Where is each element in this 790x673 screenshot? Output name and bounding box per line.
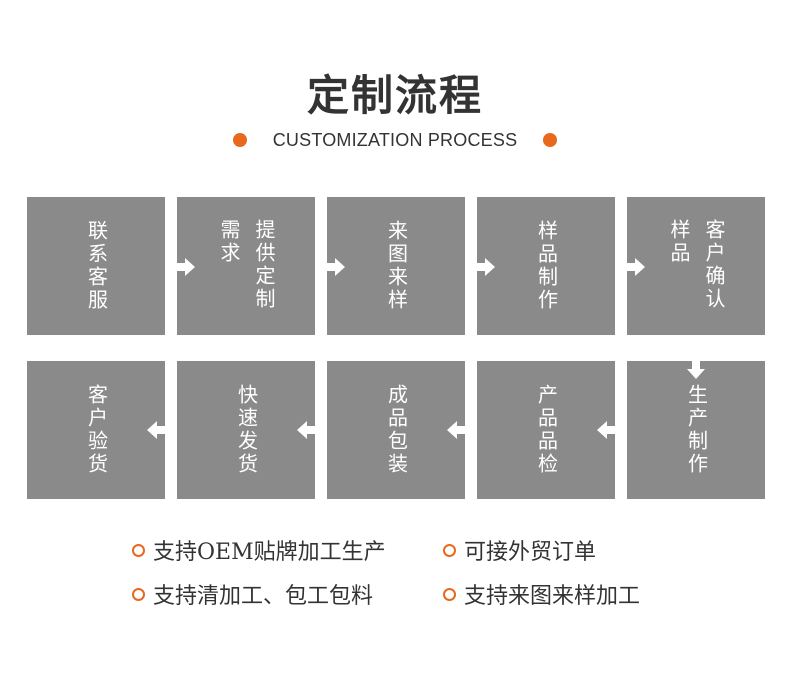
step-label: 样品制作 — [534, 220, 559, 312]
step-box-production: 生产制作 — [627, 361, 765, 499]
arrow-right-icon — [475, 258, 495, 276]
right-dot-icon — [543, 133, 558, 147]
step-text-col: 客户确认 — [700, 219, 727, 311]
step-text-col: 样品制作 — [533, 220, 560, 312]
step-box-inspection: 客户验货 — [27, 361, 165, 499]
step-box-samples-drawings: 来图来样 — [327, 197, 465, 335]
step-text-col: 联系客服 — [83, 220, 110, 312]
bullet-ring-icon — [443, 543, 456, 557]
arrow-left-icon — [297, 421, 317, 439]
step-label: 成品包装 — [384, 384, 409, 476]
feature-item: 可接外贸订单 — [443, 534, 596, 566]
arrow-left-icon — [597, 421, 617, 439]
step-box-confirm-sample: 客户确认 样品 — [627, 197, 765, 335]
step-label: 生产制作 — [684, 384, 709, 476]
step-label: 联系客服 — [84, 220, 109, 312]
step-text-col: 来图来样 — [383, 220, 410, 312]
step-text-col: 生产制作 — [683, 384, 710, 476]
step-label: 客户验货 — [84, 384, 109, 476]
feature-text: 支持OEM贴牌加工生产 — [153, 540, 386, 565]
step-box-contact: 联系客服 — [27, 197, 165, 335]
feature-item: 支持OEM贴牌加工生产 — [132, 534, 386, 566]
feature-text: 支持清加工、包工包料 — [153, 584, 374, 609]
arrow-down-icon — [687, 359, 705, 379]
step-box-sample-making: 样品制作 — [477, 197, 615, 335]
arrow-right-icon — [625, 258, 645, 276]
step-text-col: 提供定制 — [250, 219, 277, 311]
step-label: 客户确认 — [702, 219, 726, 311]
step-label: 来图来样 — [384, 220, 409, 312]
step-text-col: 产品品检 — [533, 384, 560, 476]
step-box-quality-check: 产品品检 — [477, 361, 615, 499]
feature-item: 支持来图来样加工 — [443, 578, 640, 610]
arrow-right-icon — [325, 258, 345, 276]
page-subtitle: CUSTOMIZATION PROCESS — [272, 129, 518, 150]
step-text-col: 客户验货 — [83, 384, 110, 476]
step-box-requirements: 提供定制 需求 — [177, 197, 315, 335]
arrow-left-icon — [147, 421, 167, 439]
step-text-col: 样品 — [665, 219, 692, 265]
feature-item: 支持清加工、包工包料 — [132, 578, 373, 610]
step-box-shipping: 快速发货 — [177, 361, 315, 499]
step-text-col: 成品包装 — [383, 384, 410, 476]
arrow-left-icon — [447, 421, 467, 439]
step-label: 样品 — [667, 219, 691, 265]
step-label: 产品品检 — [534, 384, 559, 476]
step-label: 需求 — [217, 219, 241, 265]
step-text-col: 快速发货 — [233, 384, 260, 476]
bullet-ring-icon — [132, 587, 145, 601]
feature-text: 可接外贸订单 — [464, 540, 597, 565]
subtitle-row: CUSTOMIZATION PROCESS — [0, 128, 790, 152]
feature-text: 支持来图来样加工 — [464, 584, 641, 609]
bullet-ring-icon — [132, 543, 145, 557]
bullet-ring-icon — [443, 587, 456, 601]
step-label: 快速发货 — [234, 384, 259, 476]
arrow-right-icon — [175, 258, 195, 276]
step-text-col: 需求 — [215, 219, 242, 265]
step-box-packaging: 成品包装 — [327, 361, 465, 499]
page-title: 定制流程 — [306, 71, 483, 120]
left-dot-icon — [232, 133, 247, 147]
step-label: 提供定制 — [252, 219, 276, 311]
